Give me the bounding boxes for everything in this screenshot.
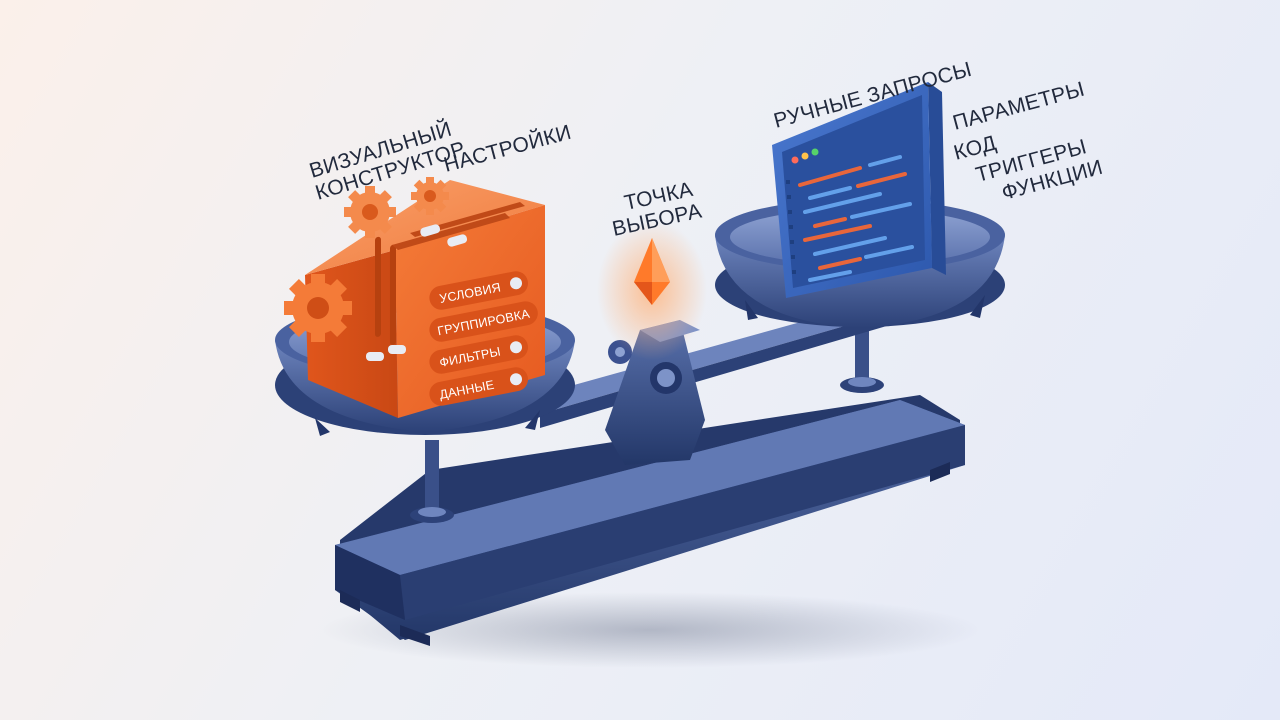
window-dot-icon	[801, 152, 809, 160]
right-item-parameters: ПАРАМЕТРЫ	[950, 78, 1087, 135]
right-pan-post	[840, 330, 884, 393]
window-dot-icon	[791, 156, 799, 164]
gear-icon	[411, 177, 449, 215]
manual-queries-screen	[772, 82, 946, 298]
code-lines	[798, 155, 914, 282]
window-dot-icon	[811, 148, 819, 156]
gear-icon	[344, 186, 396, 238]
scale-base	[335, 395, 965, 646]
gear-icon	[284, 274, 352, 342]
choice-point-gem	[597, 220, 707, 360]
left-pan-post	[410, 440, 454, 523]
